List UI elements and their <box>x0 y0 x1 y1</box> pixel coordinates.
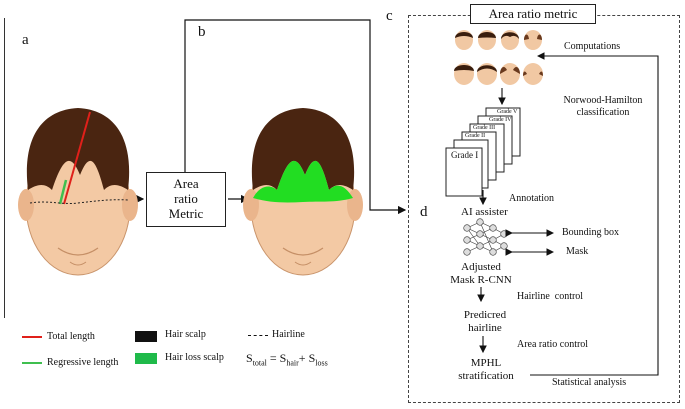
adjusted-line1: Adjusted <box>461 261 501 273</box>
label-annotation: Annotation <box>509 193 554 204</box>
label-statistical-analysis: Statistical analysis <box>552 377 627 388</box>
formula-eq: = S <box>266 351 287 365</box>
grade-label-4: Grade IV <box>489 117 512 123</box>
area-ratio-metric-box: Area ratio Metric <box>146 172 226 227</box>
panel-label-a: a <box>22 32 29 48</box>
head-left <box>18 108 138 276</box>
legend-total-length: Total length <box>47 331 95 342</box>
grade-label-3: Grade III <box>473 125 496 131</box>
mphl-line1: MPHL <box>470 357 502 369</box>
predicted-line1: Predicred <box>463 309 507 321</box>
legend-swatch-total-length <box>22 336 42 338</box>
left-border <box>4 18 5 318</box>
label-adjusted-mask-rcnn: Adjusted Mask R-CNN <box>446 261 516 286</box>
grade-label-5: Grade V <box>497 109 518 115</box>
legend-swatch-regressive-length <box>22 362 42 364</box>
mphl-line2: stratification <box>458 369 514 382</box>
head-thumbnails <box>454 30 543 85</box>
panel-label-c: c <box>386 8 393 24</box>
panel-label-d: d <box>420 204 428 220</box>
center-box-line3: Metric <box>168 205 204 221</box>
right-panel-title: Area ratio metric <box>470 4 596 24</box>
label-classification: Norwood-Hamilton classification <box>553 95 653 119</box>
legend-swatch-hairline <box>248 335 268 336</box>
legend-regressive-length: Regressive length <box>47 357 119 368</box>
grade-cards <box>445 107 521 197</box>
label-computations: Computations <box>564 41 621 52</box>
label-hairline-control: Hairline control <box>517 291 584 302</box>
label-predicted-hairline: Predicred hairline <box>450 309 520 334</box>
label-mask: Mask <box>566 246 589 257</box>
legend-swatch-hair-scalp <box>135 331 157 342</box>
grade-label-1: Grade I <box>451 150 479 160</box>
formula-total: total <box>252 358 267 368</box>
adjusted-line2: Mask R-CNN <box>450 273 512 286</box>
formula-hair: hair <box>286 358 299 368</box>
bidirectional-arrows <box>505 229 555 256</box>
legend-hairline: Hairline <box>272 329 305 340</box>
classification-line1: Norwood-Hamilton <box>563 95 643 106</box>
legend-hair-loss-scalp: Hair loss scalp <box>165 352 224 363</box>
legend-hair-scalp: Hair scalp <box>165 329 206 340</box>
formula-plus: + S <box>298 351 316 365</box>
legend-swatch-hair-loss-scalp <box>135 353 157 364</box>
label-area-ratio-control: Area ratio control <box>517 339 589 350</box>
neural-network-icon <box>463 218 508 256</box>
formula-s: S <box>246 351 253 365</box>
head-right <box>243 108 363 276</box>
center-box-line1: Area <box>173 176 199 192</box>
center-box-line2: ratio <box>174 191 198 207</box>
label-bounding-box: Bounding box <box>562 227 619 238</box>
grade-label-2: Grade II <box>465 133 486 139</box>
formula-loss: loss <box>315 358 328 368</box>
label-ai-assister: AI assister <box>461 206 508 218</box>
legend-formula: Stotal = Shair+ Sloss <box>246 351 328 367</box>
predicted-line2: hairline <box>468 321 502 334</box>
panel-label-b: b <box>198 24 206 40</box>
connector-b <box>184 19 407 215</box>
feedback-loop <box>530 52 659 376</box>
label-mphl-stratification: MPHL stratification <box>448 357 524 382</box>
classification-line2: classification <box>576 107 630 118</box>
